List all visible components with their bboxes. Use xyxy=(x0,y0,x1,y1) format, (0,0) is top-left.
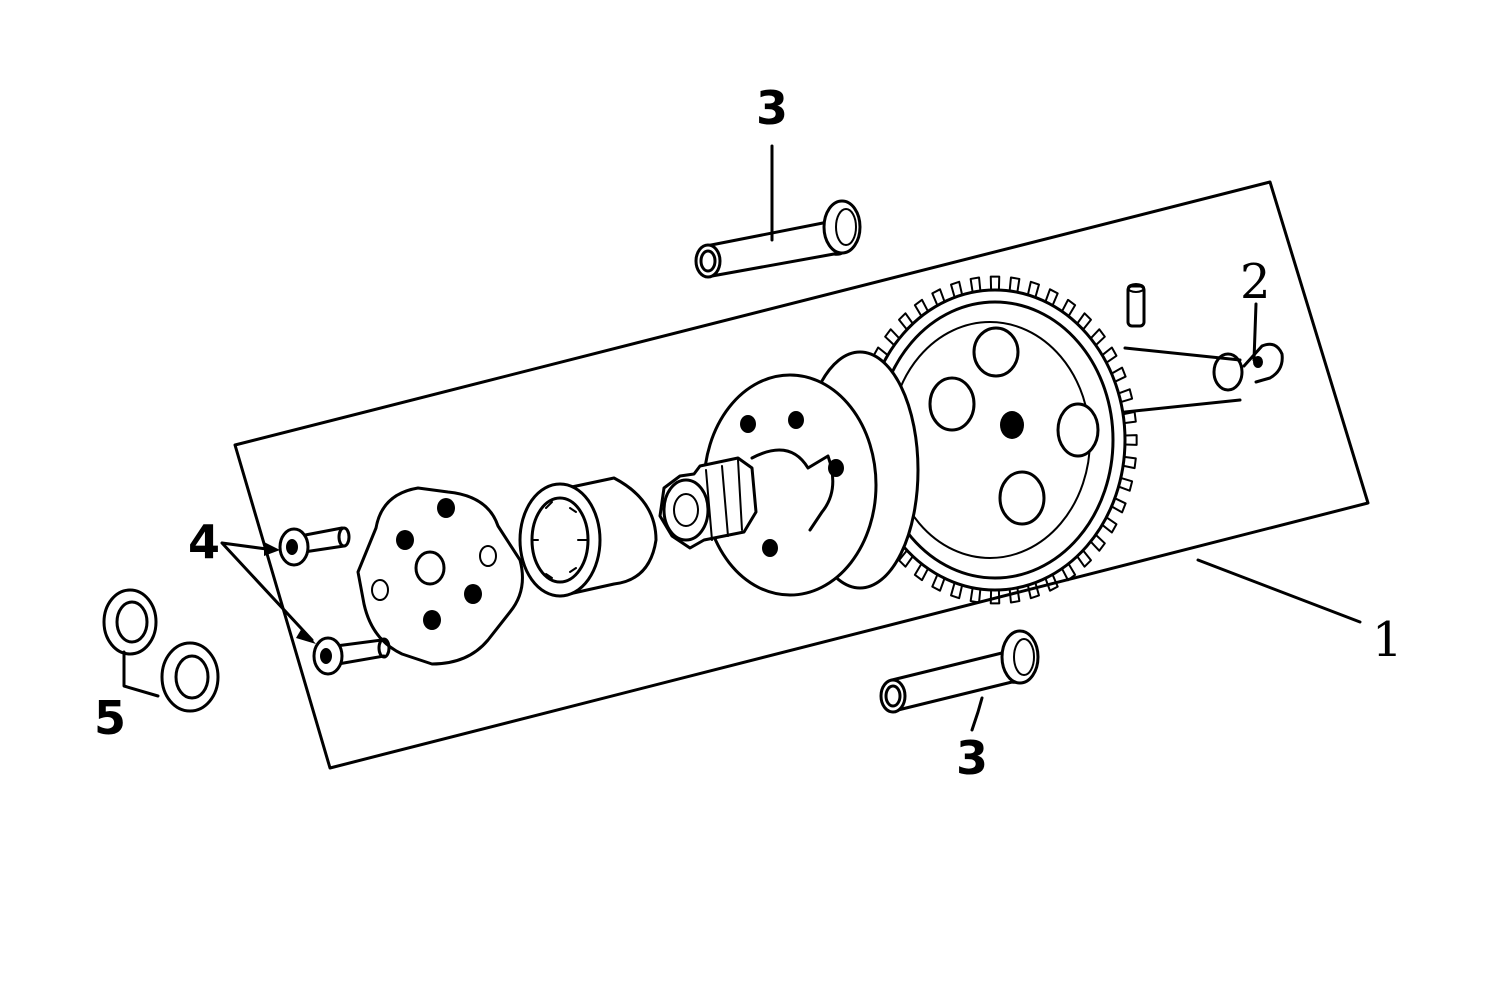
gear-tooth xyxy=(1101,516,1118,534)
callout-washers: 5 xyxy=(94,691,126,745)
gear-tooth xyxy=(913,298,930,318)
screw-upper xyxy=(278,526,351,567)
gear-tooth xyxy=(989,588,1001,605)
callout-bolt-bottom: 3 xyxy=(956,731,988,785)
leader-bolt-bottom xyxy=(970,696,984,732)
callout-pin: 2 xyxy=(1240,254,1271,310)
pin-clip xyxy=(1242,342,1284,384)
gear-tooth xyxy=(969,586,982,604)
gear-tooth xyxy=(913,562,930,582)
gear-tooth xyxy=(950,581,964,600)
bolt-bottom xyxy=(879,629,1040,714)
assembly-frame xyxy=(233,180,1370,770)
gear-tooth xyxy=(898,312,914,331)
gear-tooth xyxy=(950,280,964,299)
gear-tooth xyxy=(1044,573,1059,592)
gear-tooth xyxy=(1123,434,1138,446)
gear-tooth xyxy=(1110,366,1127,383)
gear-tooth xyxy=(1076,312,1092,331)
callout-screws: 4 xyxy=(188,515,220,569)
gear-tooth xyxy=(1044,288,1059,307)
callout-assembly: 1 xyxy=(1372,612,1403,668)
gear-tooth xyxy=(931,573,946,592)
leader-pin xyxy=(1252,302,1258,362)
gear-tooth xyxy=(1089,533,1106,552)
gear-tooth xyxy=(1122,455,1137,470)
gear-tooth xyxy=(1110,497,1127,514)
gear-tooth xyxy=(1089,328,1106,347)
gear-tooth xyxy=(898,549,914,568)
gear-tooth xyxy=(1026,280,1040,299)
gear-tooth xyxy=(931,288,946,307)
washer-lower xyxy=(160,641,220,713)
gear-tooth xyxy=(989,275,1001,292)
gear-tooth xyxy=(1060,298,1077,318)
gear-tooth xyxy=(1117,476,1134,492)
leader-assembly xyxy=(1196,558,1362,624)
gear-tooth xyxy=(1101,346,1118,364)
bolt-top xyxy=(694,199,862,279)
callout-bolt-top: 3 xyxy=(756,81,788,135)
gear-tooth xyxy=(1076,549,1092,568)
outer-rotor xyxy=(518,476,658,598)
arrow-screw-lower xyxy=(296,628,316,644)
gear-tooth xyxy=(1122,410,1137,425)
gear-tooth xyxy=(884,328,901,347)
inner-rotor xyxy=(658,456,758,550)
gear-tooth xyxy=(1026,581,1040,600)
gear-tooth xyxy=(1060,562,1077,582)
screw-lower xyxy=(312,636,391,676)
pump-body xyxy=(702,350,920,597)
gear-tooth xyxy=(1117,388,1134,404)
washer-upper xyxy=(102,588,158,656)
gear-tooth xyxy=(1008,586,1021,604)
driven-gear xyxy=(852,275,1244,605)
gear-tooth xyxy=(1008,276,1021,294)
cover-plate xyxy=(356,486,524,666)
gear-tooth xyxy=(969,276,982,294)
leader-washers xyxy=(122,650,160,698)
arrow-screw-upper xyxy=(264,542,280,556)
